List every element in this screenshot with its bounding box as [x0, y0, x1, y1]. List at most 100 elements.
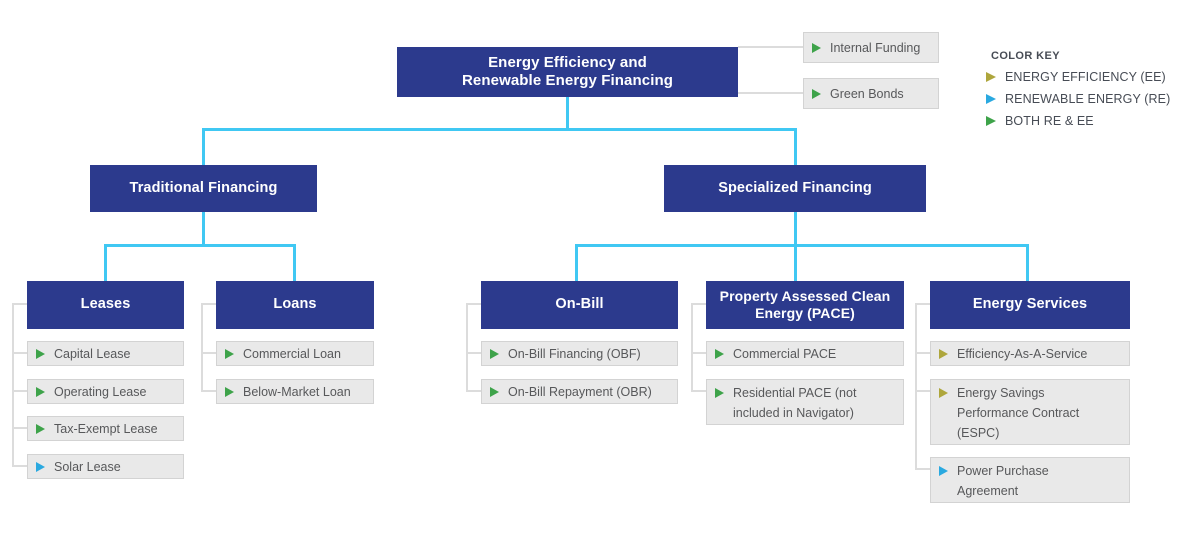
connector-line: [738, 92, 803, 94]
legend-label: ENERGY EFFICIENCY (EE): [1005, 70, 1166, 84]
leaf-label: Capital Lease: [54, 347, 131, 361]
connector-line: [203, 390, 216, 392]
node-label: Energy Services: [972, 296, 1088, 313]
leaf-below-market-loan: Below-Market Loan: [216, 379, 374, 404]
node-leases: Leases: [27, 281, 184, 329]
connector-line: [575, 244, 1029, 247]
leaf-label: On-Bill Repayment (OBR): [508, 385, 652, 399]
node-loans: Loans: [216, 281, 374, 329]
category-arrow-icon: [36, 387, 45, 397]
connector-line: [468, 303, 481, 305]
node-energy-services: Energy Services: [930, 281, 1130, 329]
connector-line: [794, 246, 797, 281]
connector-line: [293, 246, 296, 281]
leaf-power-purchase-agreement: Power Purchase Agreement: [930, 457, 1130, 503]
legend-item: BOTH RE & EE: [986, 114, 1200, 128]
connector-line: [202, 212, 205, 245]
category-arrow-icon: [36, 462, 45, 472]
leaf-label: Power Purchase Agreement: [957, 464, 1049, 498]
leaf-label: Efficiency-As-A-Service: [957, 347, 1088, 361]
leaf-operating-lease: Operating Lease: [27, 379, 184, 404]
connector-line: [915, 303, 917, 470]
legend-item: RENEWABLE ENERGY (RE): [986, 92, 1200, 106]
node-pace: Property Assessed Clean Energy (PACE): [706, 281, 904, 329]
category-arrow-icon: [490, 349, 499, 359]
root-node-label: Energy Efficiency and Renewable Energy F…: [462, 54, 673, 89]
color-key-title: COLOR KEY: [991, 50, 1060, 62]
leaf-commercial-pace: Commercial PACE: [706, 341, 904, 366]
category-arrow-icon: [225, 387, 234, 397]
category-arrow-icon: [986, 116, 996, 126]
node-label: Property Assessed Clean Energy (PACE): [719, 288, 891, 321]
connector-line: [917, 352, 930, 354]
connector-line: [14, 427, 27, 429]
connector-line: [794, 130, 797, 165]
connector-line: [202, 128, 797, 131]
connector-line: [201, 303, 203, 392]
connector-line: [14, 303, 27, 305]
connector-line: [693, 352, 706, 354]
color-key-legend: COLOR KEY ENERGY EFFICIENCY (EE) RENEWAB…: [986, 50, 1200, 136]
category-arrow-icon: [715, 349, 724, 359]
connector-line: [466, 303, 468, 392]
node-label: Traditional Financing: [129, 179, 278, 196]
leaf-capital-lease: Capital Lease: [27, 341, 184, 366]
connector-line: [693, 390, 706, 392]
leaf-label: Residential PACE (not included in Naviga…: [733, 386, 857, 420]
connector-line: [104, 244, 296, 247]
category-arrow-icon: [986, 72, 996, 82]
connector-line: [202, 130, 205, 165]
category-arrow-icon: [812, 42, 821, 53]
category-arrow-icon: [490, 387, 499, 397]
category-arrow-icon: [939, 349, 948, 359]
leaf-on-bill-financing: On-Bill Financing (OBF): [481, 341, 678, 366]
node-specialized-financing: Specialized Financing: [664, 165, 926, 212]
category-arrow-icon: [812, 88, 821, 99]
category-arrow-icon: [939, 388, 948, 398]
connector-line: [14, 390, 27, 392]
connector-line: [566, 97, 569, 130]
leaf-solar-lease: Solar Lease: [27, 454, 184, 479]
root-node: Energy Efficiency and Renewable Energy F…: [397, 47, 738, 97]
connector-line: [917, 303, 930, 305]
connector-line: [14, 465, 27, 467]
connector-line: [1026, 246, 1029, 281]
connector-line: [691, 303, 693, 392]
leaf-on-bill-repayment: On-Bill Repayment (OBR): [481, 379, 678, 404]
category-arrow-icon: [36, 349, 45, 359]
connector-line: [917, 468, 930, 470]
leaf-residential-pace: Residential PACE (not included in Naviga…: [706, 379, 904, 425]
connector-line: [468, 352, 481, 354]
category-arrow-icon: [36, 424, 45, 434]
leaf-label: Tax-Exempt Lease: [54, 422, 158, 436]
category-arrow-icon: [939, 466, 948, 476]
connector-line: [203, 352, 216, 354]
node-traditional-financing: Traditional Financing: [90, 165, 317, 212]
leaf-commercial-loan: Commercial Loan: [216, 341, 374, 366]
legend-item: ENERGY EFFICIENCY (EE): [986, 70, 1200, 84]
node-label: On-Bill: [555, 296, 604, 313]
leaf-tax-exempt-lease: Tax-Exempt Lease: [27, 416, 184, 441]
leaf-label: Green Bonds: [830, 86, 904, 101]
node-label: Loans: [273, 296, 317, 313]
legend-label: BOTH RE & EE: [1005, 114, 1094, 128]
leaf-label: Operating Lease: [54, 385, 147, 399]
connector-line: [104, 246, 107, 281]
node-on-bill: On-Bill: [481, 281, 678, 329]
connector-line: [468, 390, 481, 392]
connector-line: [917, 390, 930, 392]
connector-line: [575, 246, 578, 281]
leaf-espc: Energy Savings Performance Contract (ESP…: [930, 379, 1130, 445]
leaf-label: Commercial Loan: [243, 347, 341, 361]
connector-line: [738, 46, 803, 48]
category-arrow-icon: [986, 94, 996, 104]
legend-label: RENEWABLE ENERGY (RE): [1005, 92, 1171, 106]
leaf-label: Commercial PACE: [733, 347, 837, 361]
category-arrow-icon: [715, 388, 724, 398]
category-arrow-icon: [225, 349, 234, 359]
leaf-label: On-Bill Financing (OBF): [508, 347, 641, 361]
leaf-label: Internal Funding: [830, 40, 921, 55]
leaf-green-bonds: Green Bonds: [803, 78, 939, 109]
connector-line: [794, 212, 797, 245]
